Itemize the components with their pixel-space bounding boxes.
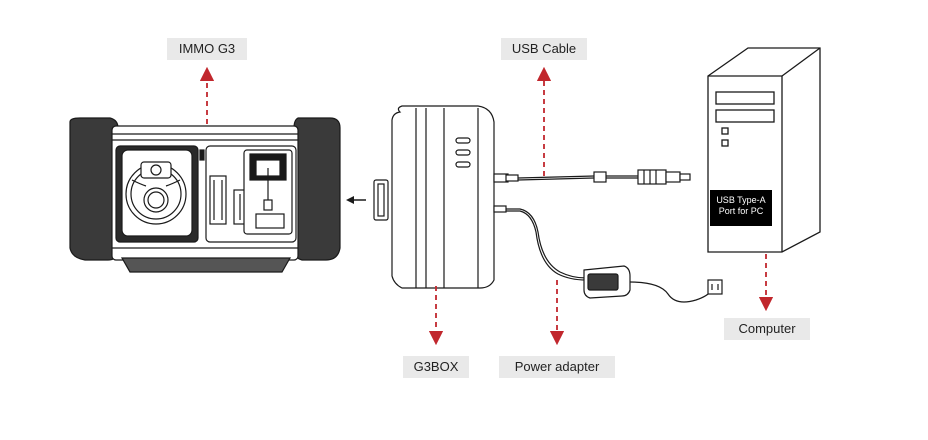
usb-port-line1: USB Type-A bbox=[716, 195, 766, 205]
computer-label: Computer bbox=[724, 318, 810, 340]
power-cable bbox=[493, 205, 723, 303]
leader-arrows bbox=[199, 66, 774, 346]
power-adapter-label: Power adapter bbox=[499, 356, 615, 378]
immo-g3-label: IMMO G3 bbox=[167, 38, 247, 60]
usb-cable bbox=[493, 167, 727, 185]
g3box-device bbox=[373, 105, 495, 289]
usb-port-line2: Port for PC bbox=[718, 206, 764, 216]
immo-g3-device bbox=[69, 117, 341, 273]
connect-arrow-icon bbox=[346, 196, 366, 204]
usb-cable-label: USB Cable bbox=[501, 38, 587, 60]
g3box-label: G3BOX bbox=[403, 356, 469, 378]
usb-port-callout: USB Type-A Port for PC bbox=[710, 190, 772, 226]
